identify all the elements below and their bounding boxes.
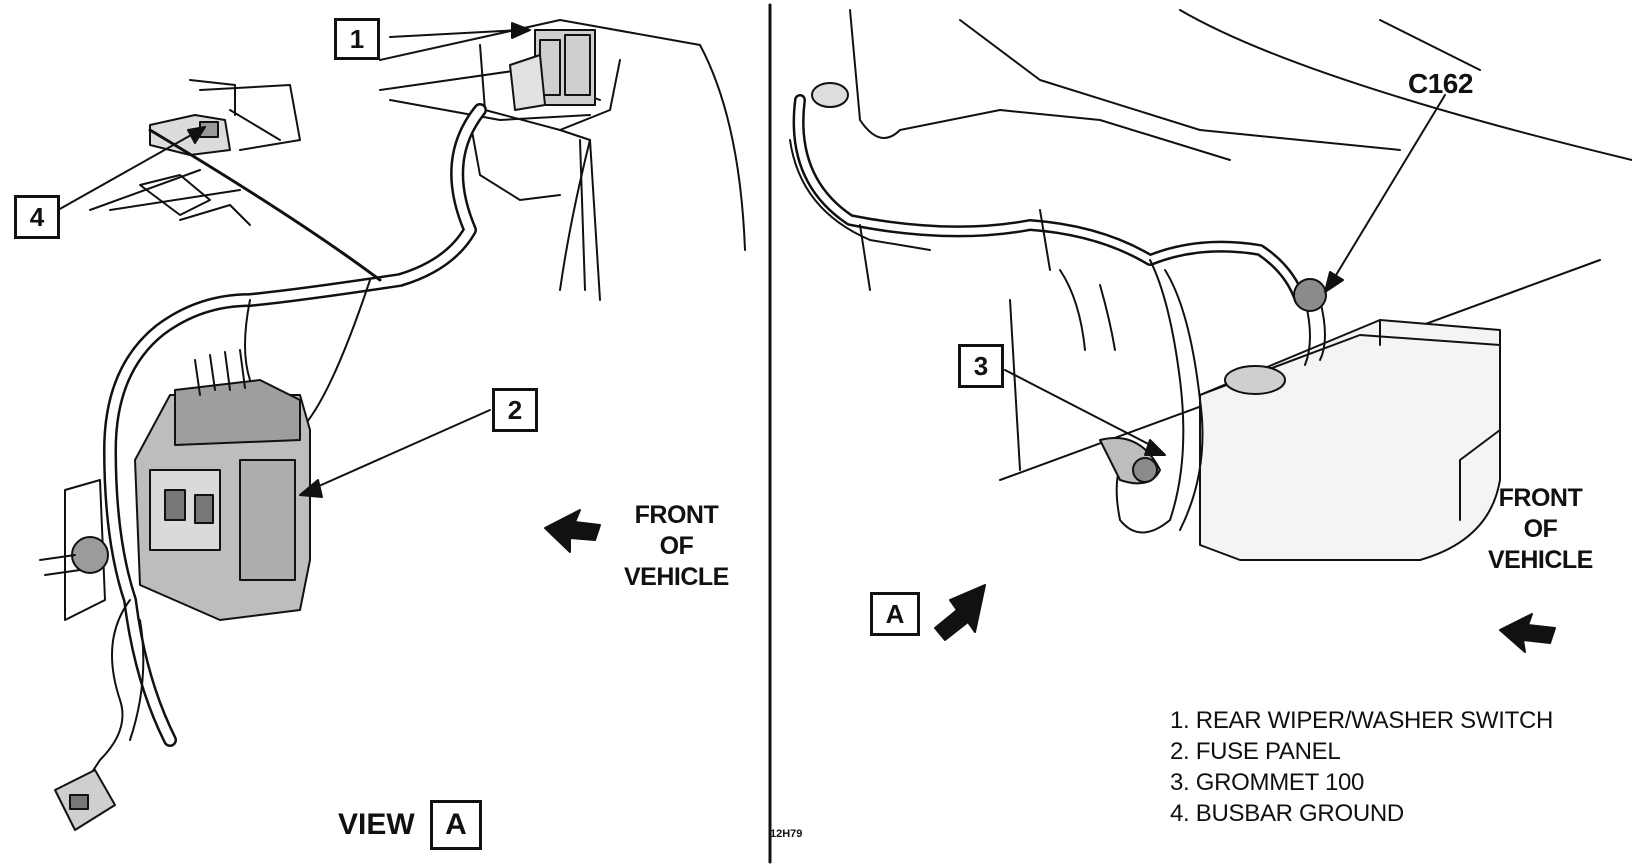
callout-3: 3 xyxy=(958,344,1004,388)
rear-wiper-switch-drawing xyxy=(509,29,596,111)
front-arrow-left xyxy=(544,509,601,553)
busbar-ground-drawing xyxy=(149,79,236,156)
leader-line-4 xyxy=(57,129,201,211)
view-label-group: VIEW xyxy=(338,808,415,842)
front-right-line-2: OF xyxy=(1523,515,1558,543)
front-left-line-2: OF xyxy=(659,532,694,560)
arrowhead-1 xyxy=(511,22,531,39)
leader-line-c162 xyxy=(1329,94,1446,286)
figure-code: 12H79 xyxy=(770,828,803,840)
front-of-vehicle-left: FRONT OF VEHICLE xyxy=(624,500,729,593)
leader-line-1 xyxy=(389,29,521,38)
connector-label-c162: C162 xyxy=(1408,68,1473,99)
dash-panel-outline xyxy=(89,19,746,301)
legend-item: 3. GROMMET 100 xyxy=(1170,769,1365,796)
callout-1: 1 xyxy=(334,18,380,60)
callout-4: 4 xyxy=(14,195,60,239)
view-label: VIEW xyxy=(338,808,415,841)
legend-item: 1. REAR WIPER/WASHER SWITCH xyxy=(1170,707,1554,734)
grommet-drawing xyxy=(1099,278,1327,485)
arrowhead-3 xyxy=(1144,439,1166,456)
arrowhead-4 xyxy=(187,126,206,144)
bulkhead-plug-drawing xyxy=(39,479,109,621)
front-left-line-3: VEHICLE xyxy=(624,563,729,591)
arrowhead-c162 xyxy=(1324,271,1344,293)
arrowhead-2 xyxy=(299,479,323,498)
front-right-line-3: VEHICLE xyxy=(1488,546,1593,574)
parts-legend: 1. REAR WIPER/WASHER SWITCH 2. FUSE PANE… xyxy=(1170,705,1553,829)
front-of-vehicle-right: FRONT OF VEHICLE xyxy=(1488,483,1593,576)
callout-view-a: A xyxy=(430,800,482,850)
body-panel-outline xyxy=(789,9,1632,481)
view-a-arrow xyxy=(934,584,986,641)
right-harness xyxy=(792,82,1306,534)
harness-end-connector-drawing xyxy=(54,769,116,831)
front-arrow-right xyxy=(1499,613,1556,653)
fuse-panel-drawing xyxy=(134,349,311,621)
front-right-line-1: FRONT xyxy=(1498,484,1583,512)
left-harness xyxy=(69,103,591,811)
leader-line-3 xyxy=(1004,369,1161,451)
legend-item: 2. FUSE PANEL xyxy=(1170,738,1341,765)
leader-line-2 xyxy=(309,409,491,491)
legend-item: 4. BUSBAR GROUND xyxy=(1170,800,1404,827)
front-left-line-1: FRONT xyxy=(634,501,719,529)
callout-2: 2 xyxy=(492,388,538,432)
callout-a-marker: A xyxy=(870,592,920,636)
washer-reservoir-drawing xyxy=(1199,319,1501,561)
